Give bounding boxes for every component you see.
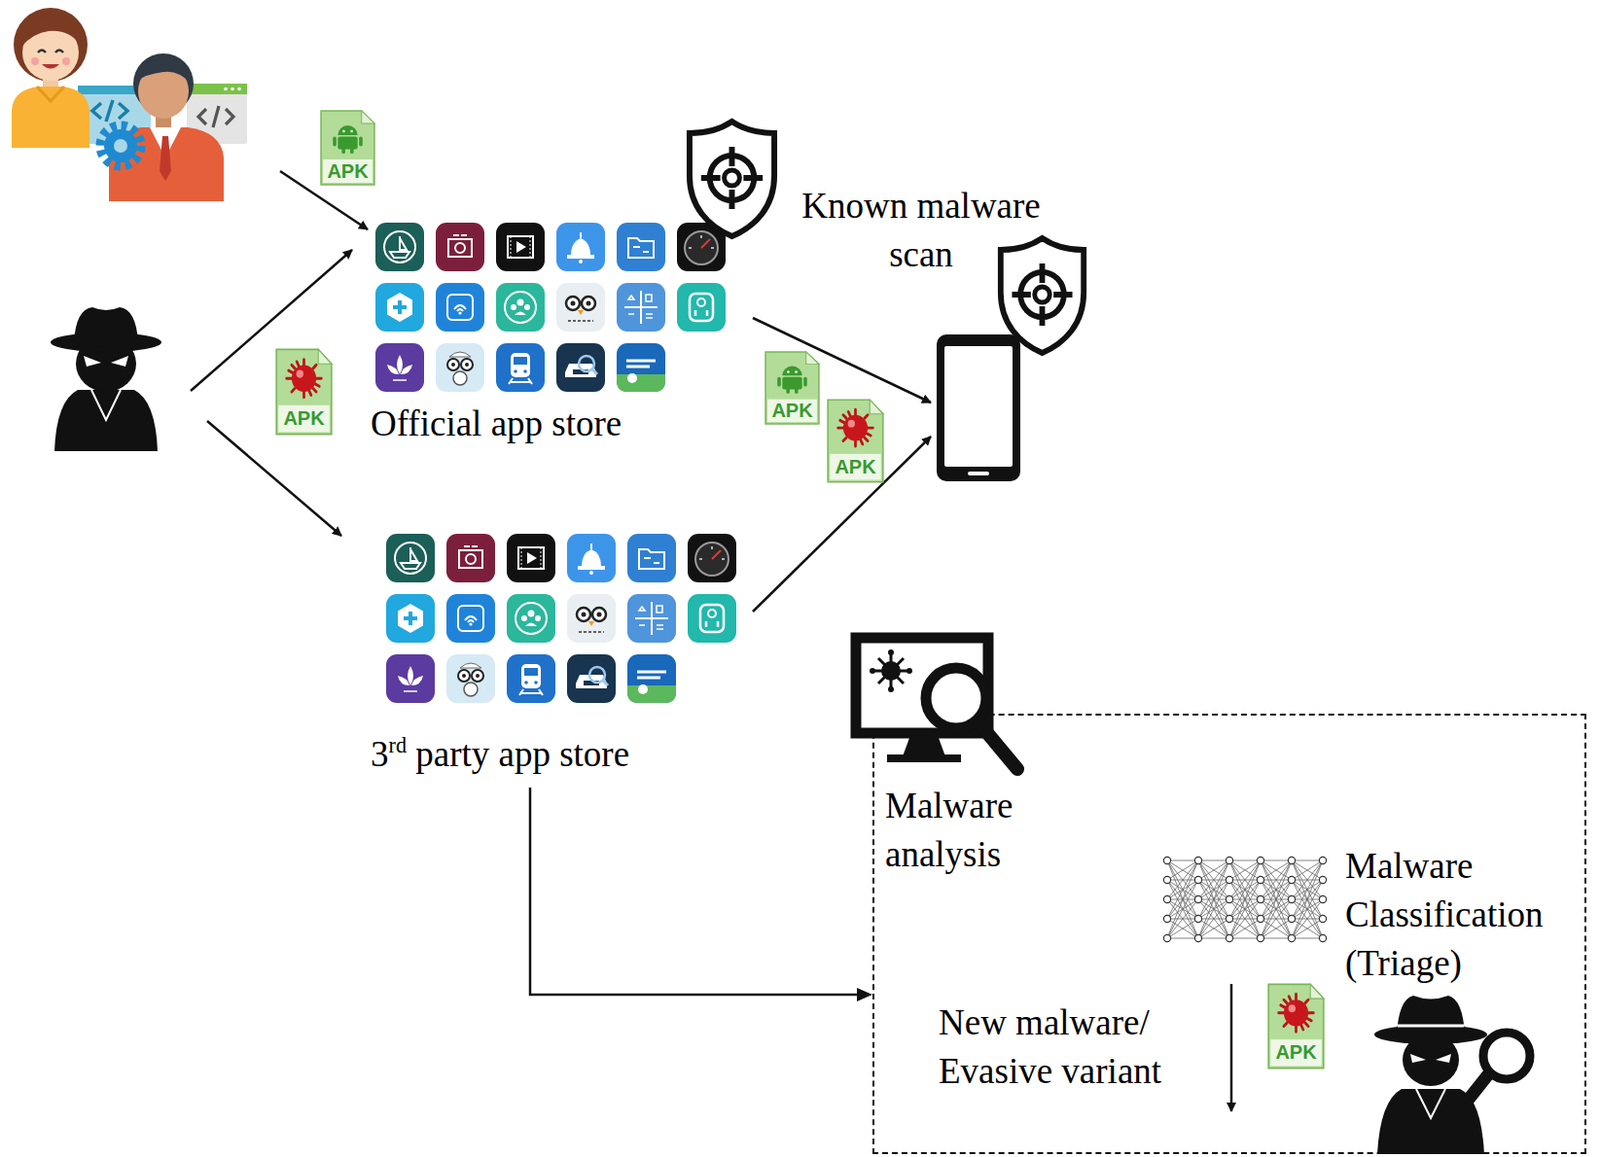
file-type-label: APK <box>273 405 335 432</box>
annotation-label: Known malware scan <box>780 181 1063 280</box>
ordinal-suffix: rd <box>389 733 407 758</box>
developer-figures <box>11 7 248 202</box>
file-type-label: APK <box>762 399 822 423</box>
file-type-label: APK <box>1265 1039 1327 1067</box>
node-label: Official app store <box>370 399 755 449</box>
phone-device <box>936 334 1021 482</box>
monitor-icon <box>855 638 1018 770</box>
connector-arrow <box>530 787 873 1002</box>
file-type-label: APK <box>824 454 887 481</box>
scan-shield <box>689 121 1084 354</box>
arrow-head <box>856 988 873 1002</box>
app-icon-grid <box>375 222 737 704</box>
detective-figure <box>1374 995 1530 1155</box>
hacker-figure <box>50 307 162 452</box>
node-label: Malware analysis <box>885 782 1041 880</box>
app-store-panel: Official app store <box>365 215 755 455</box>
node-label: 3rd party app store <box>370 730 753 780</box>
annotation-label: New malware/ Evasive variant <box>938 998 1211 1097</box>
apk-file-icon <box>276 110 1324 1069</box>
neural-network <box>1163 856 1326 942</box>
connector-line <box>530 787 861 996</box>
file-type-label: APK <box>318 159 378 183</box>
flow-arrow <box>190 171 1232 1112</box>
annotation-label: Malware Classification (Triage) <box>1345 842 1579 989</box>
app-store-panel: 3rd party app store <box>370 525 753 788</box>
